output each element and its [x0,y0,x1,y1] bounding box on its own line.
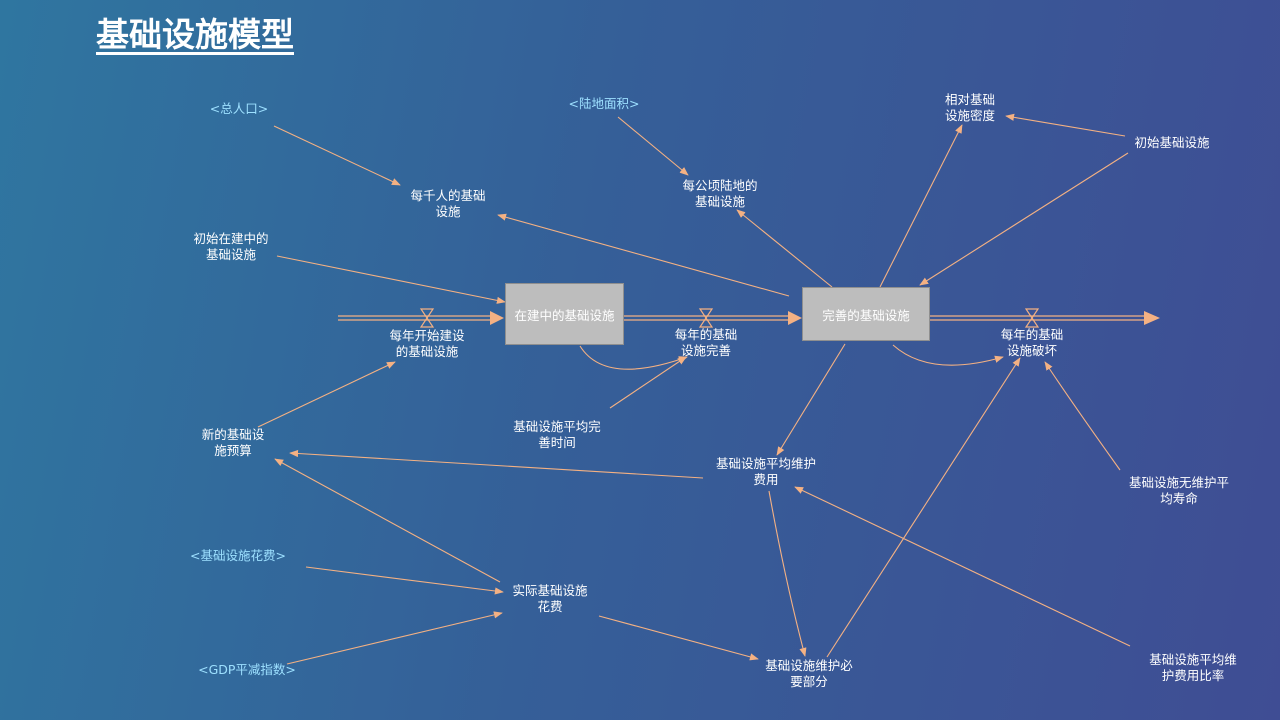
var-initial-construction[interactable]: 初始在建中的 基础设施 [193,231,269,262]
var-initial-infra[interactable]: 初始基础设施 [1134,135,1210,150]
var-relative-density[interactable]: 相对基础 设施密度 [944,92,996,123]
link-arrow [1044,361,1121,471]
flow-pipe-complete [624,311,802,325]
var-per-hectare[interactable]: 每公顷陆地的 基础设施 [682,178,758,209]
link-arrow [276,255,506,304]
flow-pipe-inflow [338,311,504,325]
flow-start[interactable]: 每年开始建设 的基础设施 [389,328,465,359]
link-arrow [776,343,846,456]
var-avg-complete-time[interactable]: 基础设施平均完 善时间 [513,419,601,450]
link-arrow [736,209,833,288]
var-land-area[interactable]: <陆地面积> [568,96,640,111]
flow-decay[interactable]: 每年的基础 设施破坏 [1000,327,1064,358]
link-arrow [768,490,807,657]
var-maint-required[interactable]: 基础设施维护必 要部分 [765,658,853,689]
link-arrow [286,611,503,665]
var-new-budget[interactable]: 新的基础设 施预算 [201,427,265,458]
var-actual-spending[interactable]: 实际基础设施 花费 [512,583,588,614]
link-arrow [609,356,687,409]
link-arrow [826,357,1021,658]
var-avg-maint-cost[interactable]: 基础设施平均维护 费用 [715,456,817,487]
flow-complete[interactable]: 每年的基础 设施完善 [674,327,738,358]
link-arrow [1005,113,1126,137]
var-per-thousand[interactable]: 每千人的基础 设施 [410,188,486,219]
stock-box-construction[interactable]: 在建中的基础设施 [505,283,624,345]
link-arrow [579,345,688,370]
flow-pipe-decay [930,311,1160,325]
link-arrow [879,124,963,288]
link-arrow [273,125,401,186]
link-arrow [289,449,704,479]
valve-icon [1024,308,1040,328]
link-arrow [919,152,1129,286]
link-arrow [598,615,759,661]
link-arrow [617,116,689,176]
var-lifetime[interactable]: 基础设施无维护平 均寿命 [1128,475,1230,506]
link-arrow [257,361,396,428]
stock-label: 在建中的基础设施 [514,307,615,323]
valve-icon [698,308,714,328]
link-arrow [497,213,790,297]
page-title: 基础设施模型 [96,15,294,54]
link-arrow [274,458,501,583]
valve-icon [419,308,435,328]
var-infra-cost[interactable]: <基础设施花费> [190,548,286,563]
link-arrow [892,344,1004,366]
link-arrow [794,486,1131,647]
stock-box-completed[interactable]: 完善的基础设施 [802,287,930,341]
link-arrow [305,566,504,595]
var-maint-ratio[interactable]: 基础设施平均维 护费用比率 [1149,652,1237,683]
var-gdp-deflator[interactable]: <GDP平减指数> [198,662,296,677]
var-total-population[interactable]: <总人口> [209,101,269,116]
stock-label: 完善的基础设施 [822,307,910,323]
